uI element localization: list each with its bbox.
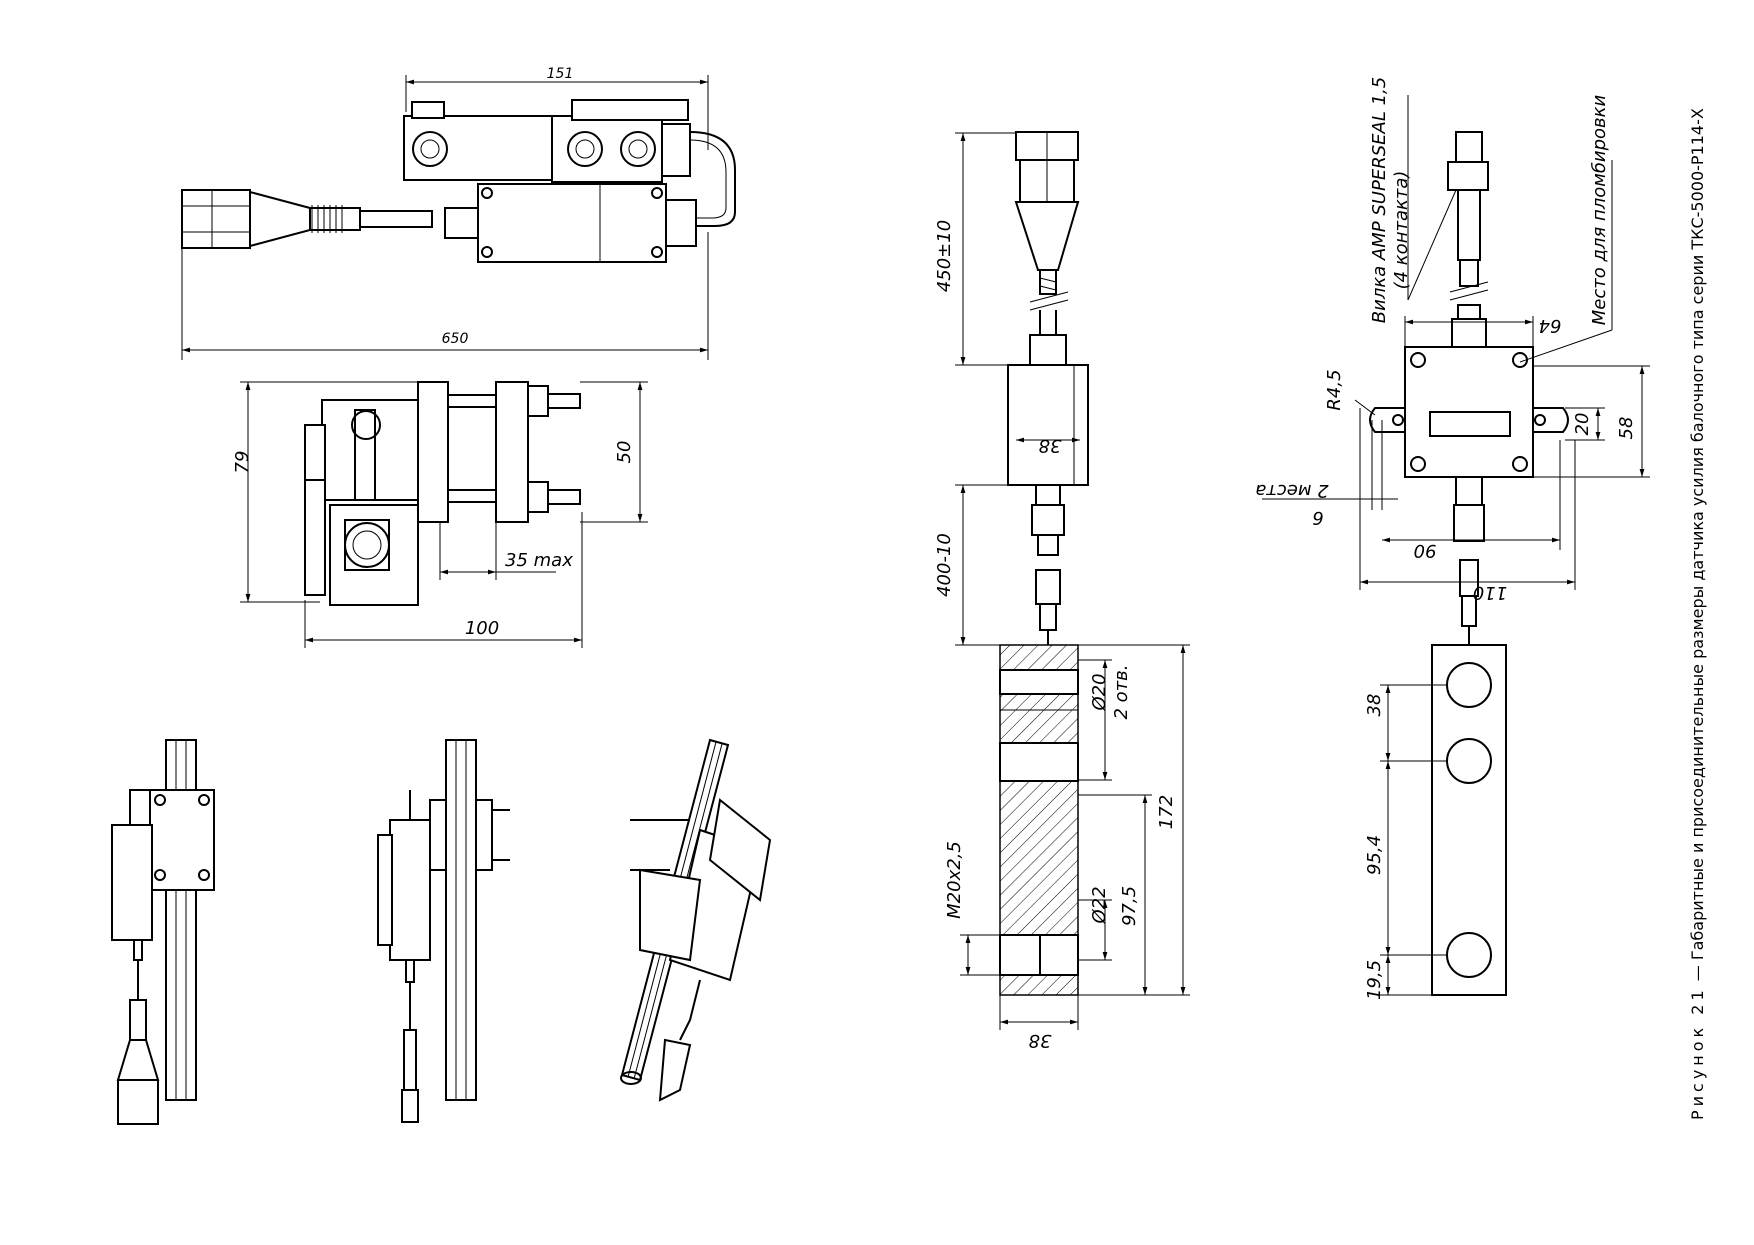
label-2-places: 2 места — [1255, 480, 1328, 501]
dim-450: 450±10 — [934, 220, 955, 292]
dim-38-bottom: 38 — [1029, 1030, 1052, 1051]
dim-90: 90 — [1414, 540, 1437, 561]
side-installation-view — [377, 739, 510, 1123]
figure-label: Рисунок 21 — [1688, 986, 1707, 1120]
dim-172: 172 — [1156, 795, 1177, 829]
side-view: 79 50 35 max 100 — [232, 381, 648, 648]
dim-6: 6 — [1312, 507, 1323, 528]
dim-95-4: 95,4 — [1364, 835, 1385, 875]
dim-thread: M20x2,5 — [944, 841, 965, 919]
figure-caption: Рисунок 21 — Габаритные и присоединитель… — [1688, 108, 1707, 1120]
dim-650: 650 — [442, 331, 469, 347]
dim-38-right: 38 — [1364, 694, 1385, 717]
dim-35-max: 35 max — [505, 550, 573, 571]
dim-50: 50 — [614, 441, 635, 464]
dim-400: 400-10 — [934, 533, 955, 597]
top-view: 151 — [181, 66, 736, 360]
dim-58: 58 — [1616, 417, 1637, 440]
front-installation-view — [111, 739, 215, 1125]
middle-view: 38 450±10 400-10 172 97,5 — [934, 131, 1190, 1051]
label-2-otv: 2 отв. — [1111, 664, 1132, 719]
isometric-installation-view — [620, 738, 772, 1102]
label-seal-place: Место для пломбировки — [1589, 94, 1610, 325]
label-plug-line2: (4 контакта) — [1391, 171, 1412, 290]
label-plug-line1: Вилка AMP SUPERSEAL 1,5 — [1369, 77, 1390, 323]
caption-dash: — — [1688, 960, 1707, 987]
dim-151: 151 — [547, 66, 574, 82]
dim-38-box: 38 — [1039, 435, 1062, 456]
dim-20-right: 20 — [1572, 413, 1593, 436]
dim-r45: R4,5 — [1324, 369, 1345, 410]
right-view: 38 95,4 19,5 64 20 58 R4,5 2 места 6 90 — [1255, 77, 1650, 1000]
caption-text: Габаритные и присоединительные размеры д… — [1688, 108, 1707, 961]
dim-79: 79 — [232, 451, 253, 474]
dim-d20: Ø20 — [1089, 673, 1110, 711]
dim-19-5: 19,5 — [1364, 960, 1385, 1000]
dim-100: 100 — [465, 618, 499, 639]
dim-64: 64 — [1539, 315, 1562, 336]
dim-97-5: 97,5 — [1119, 886, 1140, 926]
dim-110: 110 — [1473, 582, 1507, 603]
dim-d22: Ø22 — [1089, 886, 1110, 924]
